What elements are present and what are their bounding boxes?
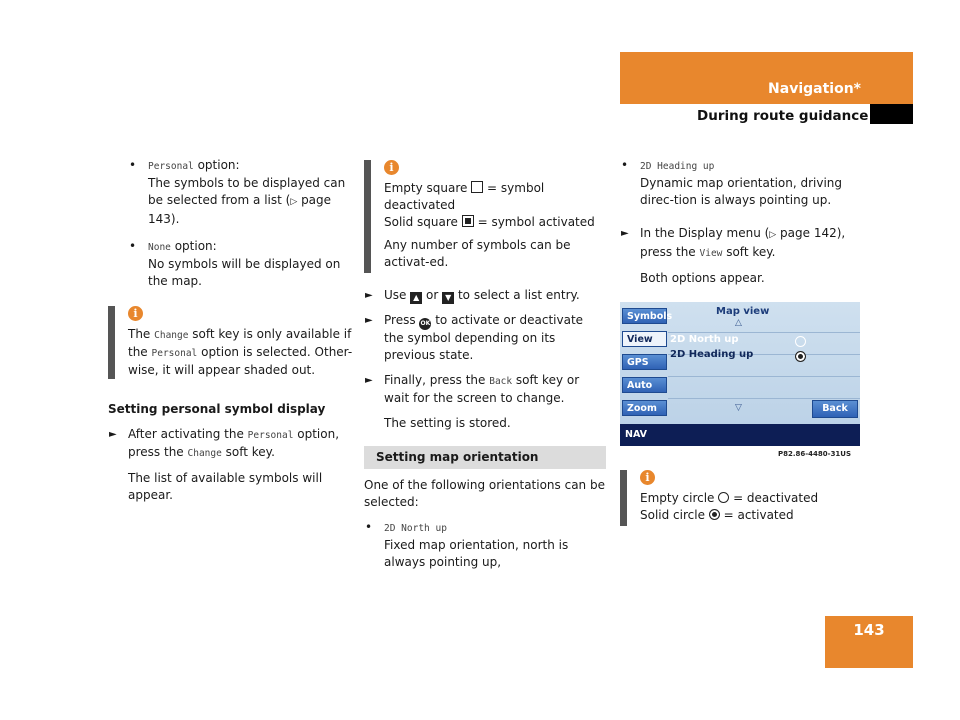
- soft-key-zoom[interactable]: Zoom: [622, 400, 667, 416]
- empty-circle-icon: [718, 492, 730, 503]
- scroll-down-icon: ▽: [735, 403, 742, 413]
- intro-orientations: One of the following orientations can be…: [364, 478, 605, 509]
- arrow-icon: ►: [365, 375, 373, 386]
- step-press-ok: ► Press OK to activate or deactivate the…: [365, 313, 584, 362]
- option-2d-heading-up[interactable]: 2D Heading up: [670, 349, 754, 360]
- section-band-map-orientation: Setting map orientation: [364, 446, 606, 469]
- soft-key-gps[interactable]: GPS: [622, 354, 667, 370]
- empty-circle-icon: [795, 335, 806, 349]
- option-2d-north-up[interactable]: 2D North up: [670, 334, 739, 345]
- section-title: Navigation*: [768, 81, 861, 97]
- nav-status-bar: NAV: [620, 424, 860, 446]
- step-press-back: ► Finally, press the Back soft key or wa…: [365, 373, 580, 405]
- bullet-personal: Personal option: The symbols to be displ…: [128, 157, 353, 228]
- ref-arrow-icon: ▷: [290, 197, 298, 207]
- up-key-icon: ▲: [410, 292, 423, 304]
- ref-arrow-icon: ▷: [769, 230, 777, 240]
- info-icon: i: [128, 306, 143, 321]
- header-section-bar: Navigation*: [620, 52, 913, 104]
- result-symbol-list: The list of available symbols will appea…: [128, 471, 323, 502]
- column-2: i Empty square = symbol deactivated Soli…: [364, 160, 606, 581]
- soft-key-view[interactable]: View: [622, 331, 667, 347]
- result-setting-stored: The setting is stored.: [384, 416, 511, 430]
- soft-key-back[interactable]: Back: [812, 400, 858, 418]
- subsection-title: During route guidance: [697, 108, 869, 124]
- solid-circle-icon: [795, 350, 806, 364]
- column-1: Personal option: The symbols to be displ…: [108, 157, 353, 512]
- arrow-icon: ►: [365, 290, 373, 301]
- info-icon: i: [640, 470, 655, 485]
- image-caption: P82.86-4480-31US: [778, 450, 852, 458]
- info-note-squares: i Empty square = symbol deactivated Soli…: [364, 160, 606, 273]
- bullet-2d-north-up: 2D North up Fixed map orientation, north…: [364, 519, 606, 571]
- info-note-change: i The Change soft key is only available …: [108, 306, 353, 379]
- soft-key-auto[interactable]: Auto: [622, 377, 667, 393]
- ok-key-icon: OK: [419, 318, 432, 330]
- map-view-screen: Map view △ Symbols View GPS Auto Zoom 2D…: [620, 302, 860, 446]
- step-activate-personal: ► After activating the Personal option, …: [109, 427, 340, 459]
- solid-circle-icon: [708, 509, 720, 520]
- info-note-circles: i Empty circle = deactivated Solid circl…: [620, 470, 865, 526]
- header-black-tab: [870, 104, 913, 124]
- arrow-icon: ►: [621, 228, 629, 239]
- step-select-entry: ► Use ▲ or ▼ to select a list entry.: [365, 288, 580, 304]
- step-press-view: ► In the Display menu (▷ page 142), pres…: [621, 226, 846, 259]
- empty-square-icon: [471, 181, 484, 193]
- soft-key-symbols[interactable]: Symbols: [622, 308, 672, 324]
- scroll-up-icon: △: [735, 318, 742, 328]
- page-number-box: 143: [825, 616, 913, 668]
- column-3: 2D Heading up Dynamic map orientation, d…: [620, 157, 865, 295]
- solid-square-icon: [461, 215, 474, 227]
- result-options-appear: Both options appear.: [640, 271, 765, 285]
- down-key-icon: ▼: [442, 292, 455, 304]
- bullet-2d-heading-up: 2D Heading up Dynamic map orientation, d…: [620, 157, 865, 209]
- screen-title: Map view: [716, 306, 770, 317]
- page-number: 143: [853, 621, 885, 639]
- info-icon: i: [384, 160, 399, 175]
- bullet-none: None option: No symbols will be displaye…: [128, 238, 353, 290]
- heading-personal-symbols: Setting personal symbol display: [108, 402, 326, 416]
- arrow-icon: ►: [109, 429, 117, 440]
- arrow-icon: ►: [365, 315, 373, 326]
